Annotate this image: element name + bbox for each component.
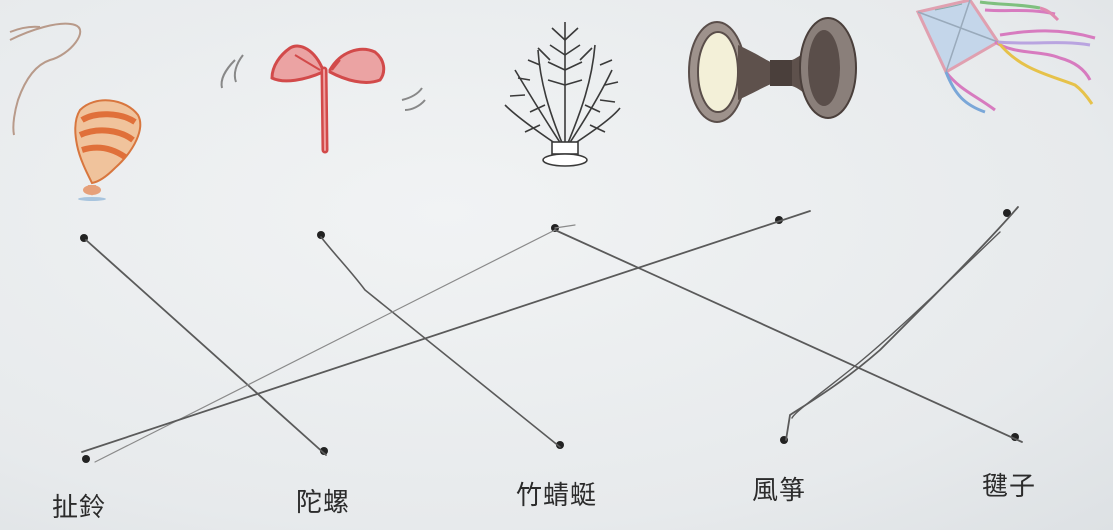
label-bamboo-dragonfly: 竹蜻蜓 xyxy=(516,481,598,511)
picture-dot-2[interactable] xyxy=(317,231,325,239)
matching-lines xyxy=(81,206,1023,463)
diabolo-icon xyxy=(688,17,857,123)
match-line-top-to-label xyxy=(85,239,327,456)
match-line-kite-to-label xyxy=(785,206,1019,441)
label-shuttlecock: 毽子 xyxy=(982,472,1037,502)
label-diabolo: 扯鈴 xyxy=(52,493,107,523)
label-dot-3[interactable] xyxy=(556,441,564,449)
match-line-diabolo-to-label xyxy=(81,210,811,453)
label-spinning-top: 陀螺 xyxy=(296,488,351,518)
kite-icon xyxy=(915,0,1096,114)
match-line-kite-retrace xyxy=(791,231,1001,419)
match-line-shuttlecock-to-label xyxy=(554,229,1023,443)
picture-dot-5[interactable] xyxy=(1003,209,1011,217)
label-kite: 風箏 xyxy=(752,476,807,506)
label-dot-1[interactable] xyxy=(82,455,90,463)
bamboo-dragonfly-icon xyxy=(220,44,426,154)
shuttlecock-icon xyxy=(504,22,621,167)
match-line-faint xyxy=(94,224,576,463)
match-line-dragonfly-to-label xyxy=(320,236,561,448)
label-dot-2[interactable] xyxy=(320,447,328,455)
spinning-top-icon xyxy=(9,22,142,201)
